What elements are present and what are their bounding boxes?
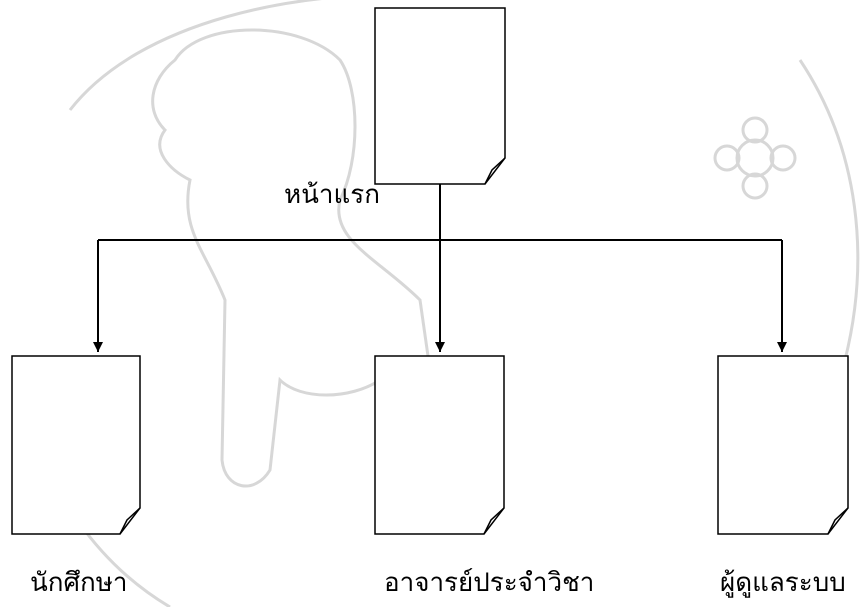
page-root xyxy=(374,7,506,185)
label-home-page: หน้าแรก xyxy=(284,180,380,210)
label-course-teacher: อาจารย์ประจำวิชา xyxy=(384,568,595,598)
connectors xyxy=(93,184,787,352)
watermark-flower xyxy=(713,116,797,200)
page-admin xyxy=(717,355,849,535)
watermark-arc-top xyxy=(68,0,323,111)
watermark-arc-right xyxy=(798,59,860,361)
page-teacher xyxy=(374,355,505,535)
label-system-admin: ผู้ดูแลระบบ xyxy=(720,568,846,598)
page-student xyxy=(11,355,141,535)
label-student: นักศึกษา xyxy=(30,568,128,598)
